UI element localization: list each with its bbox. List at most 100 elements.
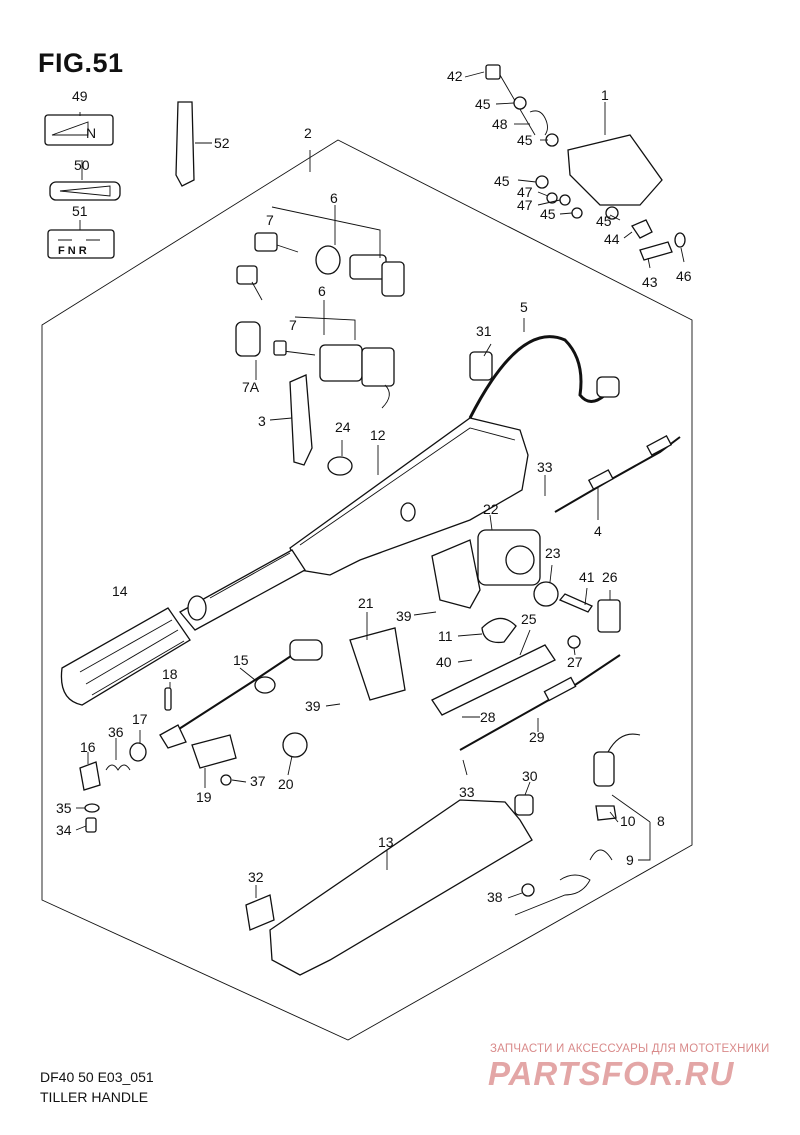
ball — [567, 635, 581, 649]
callout-45e: 45 — [596, 213, 612, 229]
stop-switch — [514, 733, 641, 916]
callout-18: 18 — [162, 666, 178, 682]
callout-5: 5 — [520, 299, 528, 315]
tiller-bracket — [485, 64, 686, 261]
callout-13: 13 — [378, 834, 394, 850]
plate — [597, 599, 621, 633]
clamp — [191, 734, 237, 769]
callout-29: 29 — [529, 729, 545, 745]
callout-15: 15 — [233, 652, 249, 668]
callout-51: 51 — [72, 203, 88, 219]
knob — [481, 617, 517, 644]
callout-20: 20 — [278, 776, 294, 792]
link-rod — [431, 644, 556, 716]
cable-harness — [468, 335, 620, 419]
grommet — [469, 351, 493, 381]
throttle-grip — [60, 595, 207, 706]
callout-14: 14 — [112, 583, 128, 599]
tiller-handle-body — [178, 417, 529, 631]
callout-7a: 7 — [266, 212, 274, 228]
figure-code: DF40 50 E03_051 — [40, 1069, 154, 1085]
callout-24: 24 — [335, 419, 351, 435]
callout-33a: 33 — [537, 459, 553, 475]
callout-45c: 45 — [494, 173, 510, 189]
callout-16: 16 — [80, 739, 96, 755]
callout-37: 37 — [250, 773, 266, 789]
callout-45d: 45 — [540, 206, 556, 222]
callout-10: 10 — [620, 813, 636, 829]
callout-45b: 45 — [517, 132, 533, 148]
callout-28: 28 — [480, 709, 496, 725]
callout-27: 27 — [567, 654, 583, 670]
callout-6a: 6 — [330, 190, 338, 206]
callout-22: 22 — [483, 501, 499, 517]
throttle-plate — [349, 627, 406, 701]
callout-25: 25 — [521, 611, 537, 627]
callout-49: 49 — [72, 88, 88, 104]
switch-assembly-upper — [236, 232, 405, 301]
grommet-30 — [514, 794, 534, 816]
callout-6b: 6 — [318, 283, 326, 299]
bolt — [558, 593, 593, 613]
callout-48: 48 — [492, 116, 508, 132]
bushing — [533, 581, 559, 607]
clip-52 — [175, 101, 195, 187]
callout-9: 9 — [626, 852, 634, 868]
callout-31: 31 — [476, 323, 492, 339]
callout-43: 43 — [642, 274, 658, 290]
callout-30: 30 — [522, 768, 538, 784]
callout-47a: 47 — [517, 184, 533, 200]
cover-32 — [245, 894, 275, 931]
friction-knob — [282, 732, 308, 758]
callout-33b: 33 — [459, 784, 475, 800]
callout-12: 12 — [370, 427, 386, 443]
decal-49-letter: N — [86, 125, 96, 141]
watermark-tagline: ЗАПЧАСТИ И АКСЕССУАРЫ ДЛЯ МОТОТЕХНИКИ — [490, 1043, 770, 1055]
callout-7A: 7A — [242, 379, 260, 395]
callout-44: 44 — [604, 231, 620, 247]
callout-38: 38 — [487, 889, 503, 905]
callout-47b: 47 — [517, 197, 533, 213]
washer — [84, 803, 100, 813]
throttle-cable — [554, 435, 681, 513]
callout-4: 4 — [594, 523, 602, 539]
callout-39b: 39 — [305, 698, 321, 714]
callout-7b: 7 — [289, 317, 297, 333]
screw-37 — [220, 774, 232, 786]
callout-32: 32 — [248, 869, 264, 885]
callout-39a: 39 — [396, 608, 412, 624]
callout-45a: 45 — [475, 96, 491, 112]
callout-35: 35 — [56, 800, 72, 816]
throttle-bracket — [431, 529, 541, 609]
figure-title: FIG.51 — [38, 48, 124, 78]
callout-3: 3 — [258, 413, 266, 429]
callout-1: 1 — [601, 87, 609, 103]
callout-34: 34 — [56, 822, 72, 838]
callout-40: 40 — [436, 654, 452, 670]
callout-2: 2 — [304, 125, 312, 141]
assembly-outline — [41, 139, 693, 1041]
leader-lines — [75, 71, 685, 899]
callout-42: 42 — [447, 68, 463, 84]
callout-52: 52 — [214, 135, 230, 151]
callout-17: 17 — [132, 711, 148, 727]
decal-51 — [47, 229, 115, 259]
bottom-cover — [269, 799, 533, 976]
callouts: 1 2 3 4 5 6 6 7 7 7A 8 9 10 11 12 13 14 … — [56, 68, 692, 905]
callout-8: 8 — [657, 813, 665, 829]
callout-21: 21 — [358, 595, 374, 611]
callout-46: 46 — [676, 268, 692, 284]
callout-11: 11 — [438, 628, 453, 644]
stop-lever — [289, 374, 313, 466]
pin — [164, 687, 172, 711]
screw — [85, 817, 97, 833]
callout-41: 41 — [579, 569, 595, 585]
switch-assembly-lower — [235, 321, 395, 409]
friction-piece — [79, 742, 147, 791]
clip — [327, 456, 353, 476]
decal-50 — [49, 181, 121, 201]
callout-50: 50 — [74, 157, 90, 173]
decal-49 — [44, 114, 114, 146]
watermark-brand: PARTSFOR.RU — [488, 1055, 735, 1092]
